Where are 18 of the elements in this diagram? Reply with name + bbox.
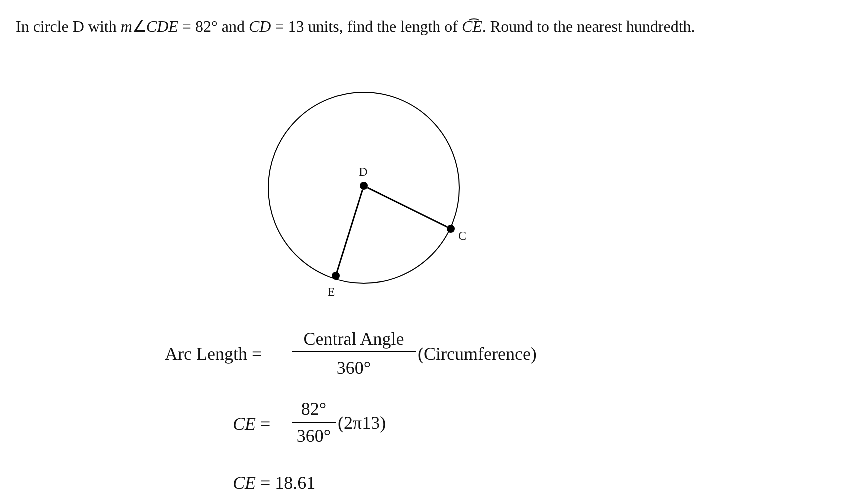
point-label: C [458,228,468,242]
formula-text: (2π13) [338,412,386,434]
numerator: 82° [301,398,327,420]
denominator: 360° [336,357,372,379]
answer-text: CE = 18.61 [233,472,316,494]
radius-line [367,187,448,228]
point-dot [446,224,454,232]
numerator: Central Angle [304,328,404,350]
denominator: 360° [296,425,332,447]
formula-text: Arc Length = [165,343,262,365]
question-text: In circle D with m∠CDE = 82° and CD = 13 units, find the length of C͡E. Round to the nearest hundredth. [16,18,696,37]
point-label: D [358,164,368,178]
formula-text: (Circumference) [418,343,537,365]
point-label: E [326,284,336,298]
point-dot [332,272,340,280]
radius-line [336,190,364,272]
formula-text: CE = [233,413,271,435]
point-dot [360,182,368,190]
